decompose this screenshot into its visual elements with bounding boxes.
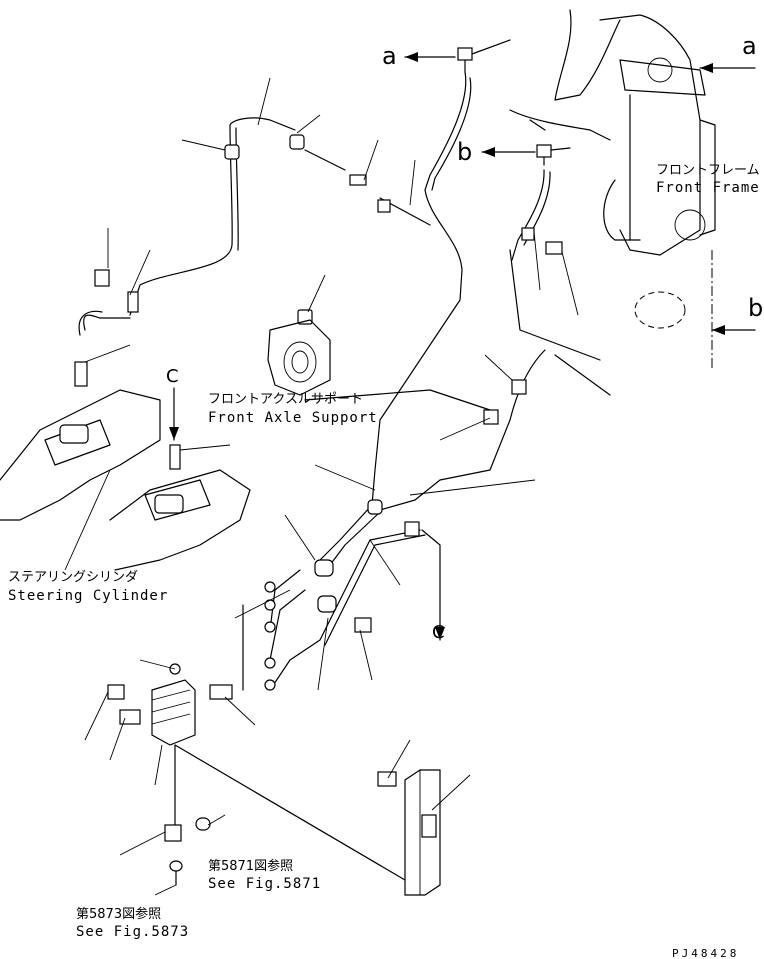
front-axle-support-label-jp: フロントアクスルサポート	[208, 392, 363, 407]
callout-a-left: a	[382, 42, 397, 70]
fittings-top	[457, 39, 571, 166]
front-frame-label-jp: フロントフレーム	[656, 163, 760, 178]
mounting-bracket-drawing	[174, 744, 441, 896]
callout-c-top: C	[166, 366, 179, 387]
callout-b-right: b	[748, 294, 764, 322]
hose-lines	[78, 71, 611, 691]
ref-5873-label-jp: 第5873図参照	[76, 907, 162, 922]
steering-cylinder-label-en: Steering Cylinder	[8, 588, 169, 604]
front-axle-support-drawing	[267, 319, 331, 396]
ref-5871-label-jp: 第5871図参照	[208, 859, 294, 874]
callout-arrows	[169, 52, 756, 641]
front-axle-support-label-en: Front Axle Support	[208, 410, 378, 426]
steering-cylinder-drawing	[0, 389, 251, 571]
front-frame-outline	[509, 9, 716, 370]
ref-5873-label-en: See Fig.5873	[76, 924, 190, 940]
clamps-bolts	[74, 134, 563, 787]
callout-b-top: b	[457, 138, 473, 166]
leader-lines	[64, 77, 579, 896]
front-frame-label-en: Front Frame	[656, 180, 760, 196]
steering-cylinder-label-jp: ステアリングシリンダ	[8, 570, 139, 585]
ref-5871-label-en: See Fig.5871	[208, 876, 322, 892]
valve-block-drawing	[107, 679, 211, 886]
callout-a-right: a	[742, 32, 757, 60]
callout-c-bottom: C	[432, 622, 445, 643]
drawing-number: PJ48428	[672, 947, 740, 959]
